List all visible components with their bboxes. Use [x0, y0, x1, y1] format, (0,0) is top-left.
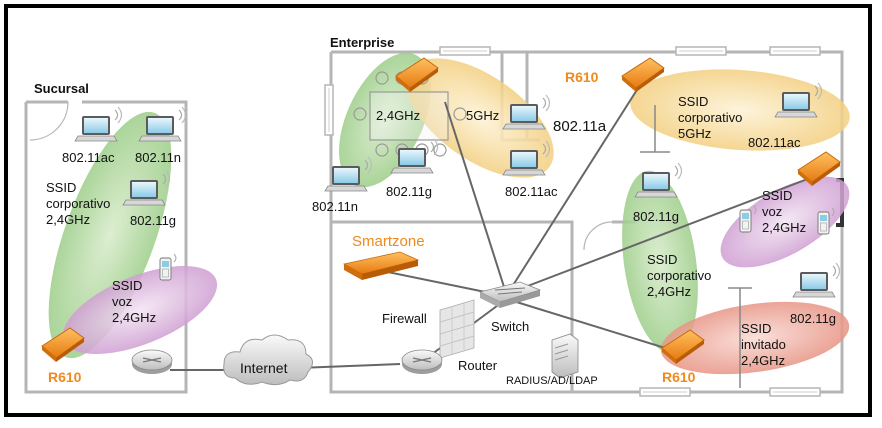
firewall-label: Firewall — [382, 311, 427, 326]
room-label-g: 802.11g — [386, 184, 432, 199]
room-band-5: 5GHz — [466, 108, 499, 123]
corp24-ssid-1: SSID — [647, 252, 677, 267]
radius-label: RADIUS/AD/LDAP — [506, 375, 598, 387]
branch-title: Sucursal — [34, 81, 89, 96]
internet-label: Internet — [240, 360, 288, 376]
voice-ssid-3: 2,4GHz — [762, 220, 806, 235]
branch-router — [131, 349, 173, 375]
internet-cloud — [223, 334, 313, 386]
branch-label-n: 802.11n — [135, 150, 181, 165]
voice-ssid-2: voz — [762, 204, 782, 219]
branch-label-ac: 802.11ac — [62, 150, 115, 165]
standard-a-label: 802.11a — [553, 118, 607, 135]
smartzone-controller — [342, 251, 420, 280]
branch-voice-zone — [62, 265, 218, 355]
branch-corp-ssid-3: 2,4GHz — [46, 212, 90, 227]
bottom-ap-label: R610 — [662, 369, 696, 385]
branch-voice-ssid-1: SSID — [112, 278, 142, 293]
branch-label-g: 802.11g — [130, 213, 176, 228]
smartzone-label: Smartzone — [352, 233, 425, 250]
enterprise-title: Enterprise — [330, 35, 394, 50]
mount-poles — [640, 105, 752, 388]
corp24-ssid-2: corporativo — [647, 268, 711, 283]
enterprise-room-5-zone — [406, 58, 554, 178]
enterprise-corp5-zone — [630, 69, 850, 151]
corp5-ssid-3: 5GHz — [678, 126, 711, 141]
guest-laptop-label: 802.11g — [790, 311, 836, 326]
branch-ap-label: R610 — [48, 369, 82, 385]
branch-voice-ssid-3: 2,4GHz — [112, 310, 156, 325]
branch-voice-ssid-2: voz — [112, 294, 132, 309]
enterprise-corp24-zone — [622, 170, 698, 354]
guest-ssid-3: 2,4GHz — [741, 353, 785, 368]
router-label: Router — [458, 358, 498, 373]
top-ap-label: R610 — [565, 69, 599, 85]
corp24-ssid-3: 2,4GHz — [647, 284, 691, 299]
corp5-laptop-label: 802.11ac — [748, 135, 801, 150]
corp5-ssid-2: corporativo — [678, 110, 742, 125]
corp5-ssid-1: SSID — [678, 94, 708, 109]
room-band-24: 2,4GHz — [376, 108, 420, 123]
branch-corp-ssid-1: SSID — [46, 180, 76, 195]
router-device — [401, 349, 443, 375]
conference-table — [353, 71, 467, 157]
room-label-ac: 802.11ac — [505, 184, 558, 199]
enterprise-guest-zone — [660, 301, 850, 375]
guest-ssid-2: invitado — [741, 337, 786, 352]
branch-corp-ssid-2: corporativo — [46, 196, 110, 211]
guest-laptop — [792, 262, 841, 298]
voice-ssid-1: SSID — [762, 188, 792, 203]
firewall-device — [439, 299, 475, 359]
room-label-n: 802.11n — [312, 199, 358, 214]
switch-device — [478, 281, 542, 308]
corp24-laptop-label: 802.11g — [633, 209, 679, 224]
enterprise-voice-zone — [720, 176, 850, 268]
switch-label: Switch — [491, 319, 529, 334]
radius-server — [551, 333, 579, 379]
branch-building — [24, 100, 188, 394]
guest-ssid-1: SSID — [741, 321, 771, 336]
branch-corp-zone — [48, 111, 172, 359]
